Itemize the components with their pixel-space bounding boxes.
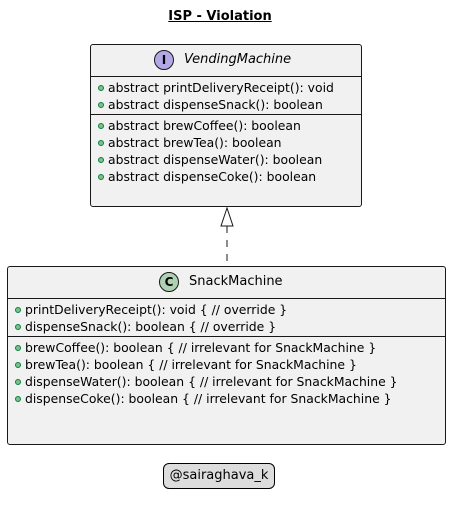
member-label: abstract brewCoffee(): boolean xyxy=(108,118,301,133)
public-visibility-icon xyxy=(98,174,104,180)
public-visibility-icon xyxy=(98,123,104,129)
class-name: SnackMachine xyxy=(189,274,283,289)
class-header: C SnackMachine xyxy=(8,267,445,298)
member-method: dispenseWater(): boolean { // irrelevant… xyxy=(8,374,445,391)
member-method: brewCoffee(): boolean { // irrelevant fo… xyxy=(8,340,445,357)
member-label: brewCoffee(): boolean { // irrelevant fo… xyxy=(25,340,377,355)
class-section-2: brewCoffee(): boolean { // irrelevant fo… xyxy=(8,336,445,408)
member-method: abstract dispenseWater(): boolean xyxy=(91,152,361,169)
class-badge-icon: C xyxy=(159,272,179,292)
member-label: dispenseSnack(): boolean { // override } xyxy=(25,319,277,334)
member-method: abstract brewTea(): boolean xyxy=(91,135,361,152)
interface-section-2: abstract brewCoffee(): boolean abstract b… xyxy=(91,114,361,186)
member-method: dispenseCoke(): boolean { // irrelevant … xyxy=(8,391,445,408)
member-method: abstract printDeliveryReceipt(): void xyxy=(91,80,361,97)
member-label: abstract dispenseSnack(): boolean xyxy=(108,97,323,112)
member-label: abstract dispenseCoke(): boolean xyxy=(108,169,317,184)
public-visibility-icon xyxy=(98,157,104,163)
author-watermark: @sairaghava_k xyxy=(163,463,275,489)
member-method: dispenseSnack(): boolean { // override } xyxy=(8,319,445,336)
member-label: abstract dispenseWater(): boolean xyxy=(108,152,323,167)
public-visibility-icon xyxy=(15,396,21,402)
class-section-1: printDeliveryReceipt(): void { // overri… xyxy=(8,298,445,336)
interface-header: I VendingMachine xyxy=(91,45,361,76)
interface-name: VendingMachine xyxy=(184,52,292,67)
public-visibility-icon xyxy=(98,102,104,108)
interface-vendingmachine: I VendingMachine abstract printDeliveryR… xyxy=(90,44,362,207)
diagram-title: ISP - Violation xyxy=(168,9,272,24)
member-label: printDeliveryReceipt(): void { // overri… xyxy=(25,302,288,317)
public-visibility-icon xyxy=(15,324,21,330)
interface-badge-icon: I xyxy=(154,50,174,70)
member-label: dispenseCoke(): boolean { // irrelevant … xyxy=(25,391,392,406)
member-label: abstract brewTea(): boolean xyxy=(108,135,282,150)
public-visibility-icon xyxy=(98,140,104,146)
member-method: abstract brewCoffee(): boolean xyxy=(91,118,361,135)
realization-arrowhead-icon xyxy=(220,206,234,227)
interface-section-1: abstract printDeliveryReceipt(): void abs… xyxy=(91,76,361,114)
class-snackmachine: C SnackMachine printDeliveryReceipt(): v… xyxy=(7,266,446,445)
member-label: dispenseWater(): boolean { // irrelevant… xyxy=(25,374,398,389)
member-method: abstract dispenseCoke(): boolean xyxy=(91,169,361,186)
public-visibility-icon xyxy=(15,307,21,313)
public-visibility-icon xyxy=(15,362,21,368)
public-visibility-icon xyxy=(15,379,21,385)
member-label: brewTea(): boolean { // irrelevant for S… xyxy=(25,357,357,372)
public-visibility-icon xyxy=(98,85,104,91)
public-visibility-icon xyxy=(15,345,21,351)
member-label: abstract printDeliveryReceipt(): void xyxy=(108,80,334,95)
member-method: abstract dispenseSnack(): boolean xyxy=(91,97,361,114)
member-method: brewTea(): boolean { // irrelevant for S… xyxy=(8,357,445,374)
member-method: printDeliveryReceipt(): void { // overri… xyxy=(8,302,445,319)
